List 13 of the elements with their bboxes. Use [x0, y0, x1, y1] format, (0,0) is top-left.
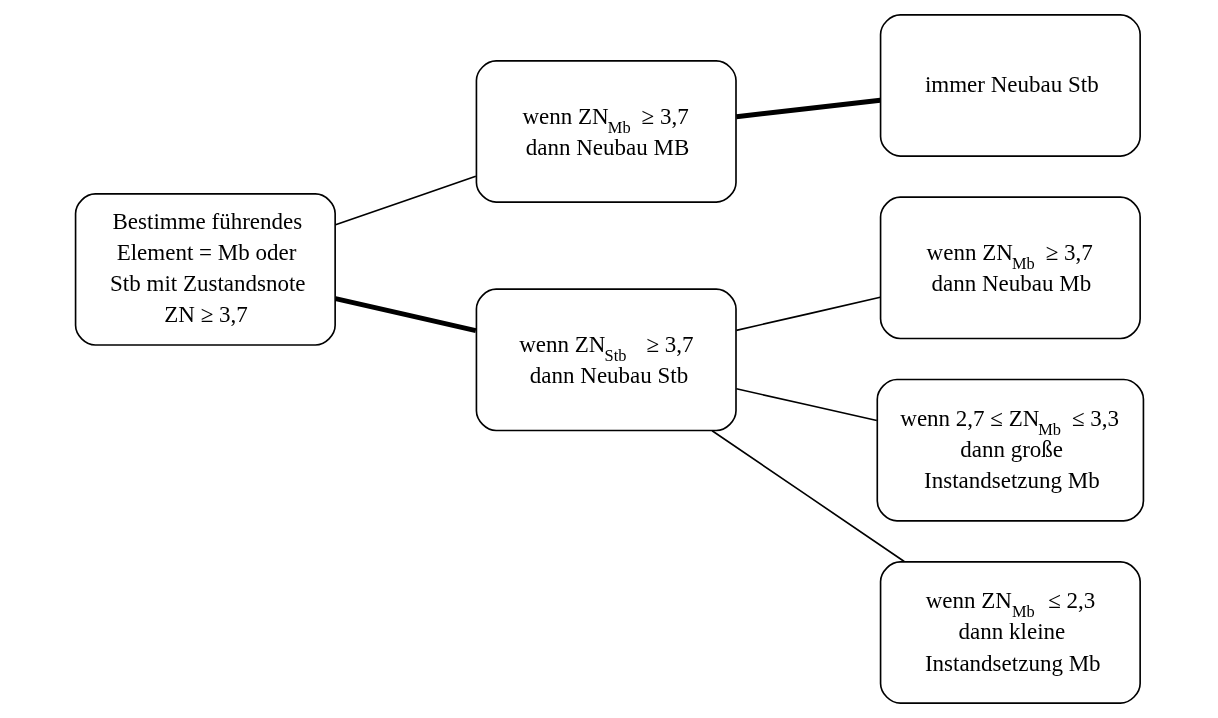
node-box: wenn 2,7 ≤ ZN$_{Mb}$ ≤ 3,3 dann große Instandsetzung Mb: [875, 378, 1144, 522]
connector: [735, 97, 881, 120]
node-box: wenn ZN$_{Mb}$ ≥ 3,7 dann Neubau Mb: [879, 196, 1141, 340]
connector: [735, 296, 881, 332]
connector: [334, 296, 476, 333]
node-box: wenn ZN$_{Stb}$ ≥ 3,7 dann Neubau Stb: [475, 288, 737, 432]
connector: [334, 175, 477, 226]
node-box: wenn ZN$_{Mb}$ ≤ 2,3 dann kleine Instandsetzung Mb: [879, 561, 1141, 704]
connector: [735, 387, 878, 422]
node-box: wenn ZN$_{Mb}$ ≥ 3,7 dann Neubau MB: [475, 60, 737, 203]
node-box: Bestimme führendes Element = Mb oder Stb mit Zustandsnote ZN ≥ 3,7: [74, 193, 336, 346]
connector: [710, 429, 905, 563]
node-box: immer Neubau Stb: [879, 14, 1141, 157]
